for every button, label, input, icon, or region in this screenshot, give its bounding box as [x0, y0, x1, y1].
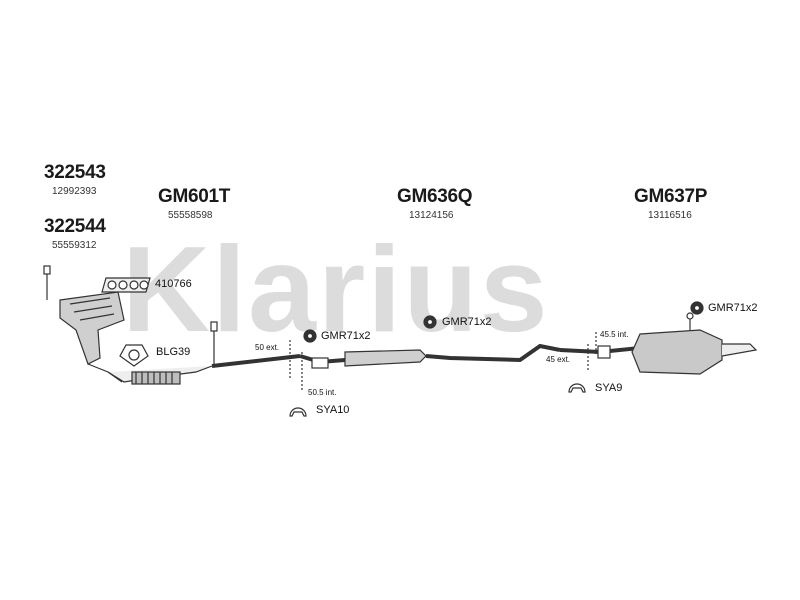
- rubber-label-3: GMR71x2: [708, 302, 758, 314]
- flange-icon: [119, 344, 149, 367]
- gasket-icon: [101, 277, 151, 293]
- part-ref-gm601t: 55558598: [168, 210, 213, 221]
- clamp-label-2: SYA9: [595, 382, 623, 394]
- clamp-icon: [289, 383, 586, 417]
- part-ref-322544: 55559312: [52, 240, 97, 251]
- front-pipe: [107, 321, 301, 385]
- part-code-gm637p: GM637P: [634, 186, 708, 207]
- part-ref-gm636q: 13124156: [409, 210, 454, 221]
- rubber-label-1: GMR71x2: [321, 330, 371, 342]
- dimension-label-2: 50.5 int.: [308, 388, 337, 397]
- dimension-label-4: 45 ext.: [546, 355, 571, 364]
- part-code-gm601t: GM601T: [158, 186, 231, 207]
- rear-silencer: [559, 312, 758, 375]
- dimension-label-3: 45.5 int.: [600, 330, 629, 339]
- dimension-label-1: 50 ext.: [255, 343, 280, 352]
- rubber-label-2: GMR71x2: [442, 316, 492, 328]
- rubber-mount-icon: [303, 301, 704, 343]
- part-code-gm636q: GM636Q: [397, 186, 473, 207]
- middle-pipe: [299, 343, 561, 369]
- part-ref-gm637p: 13116516: [648, 210, 692, 221]
- part-code-322544: 322544: [44, 216, 106, 237]
- klarius-watermark: Klarius: [122, 221, 550, 357]
- sensor-icon: [43, 265, 51, 300]
- gasket-label: 410766: [155, 278, 192, 290]
- part-ref-322543: 12992393: [52, 186, 97, 197]
- flange-label: BLG39: [156, 346, 191, 358]
- catalytic-manifold: [59, 291, 125, 383]
- clamp-label-1: SYA10: [316, 404, 350, 416]
- part-code-322543: 322543: [44, 162, 106, 183]
